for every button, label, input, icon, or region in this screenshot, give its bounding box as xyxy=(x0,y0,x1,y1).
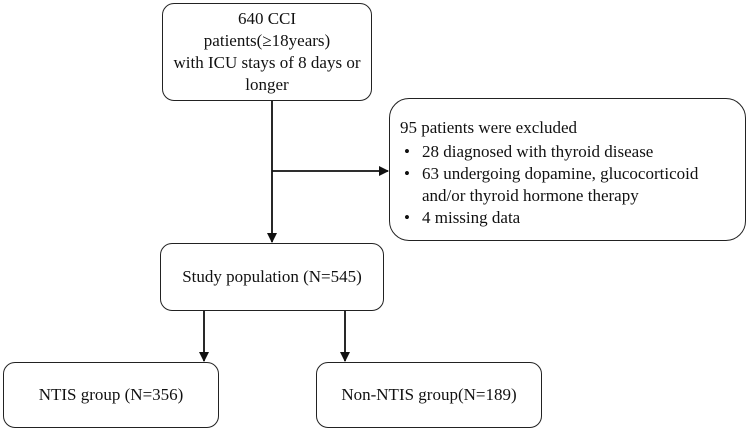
ntis-group-box: NTIS group (N=356) xyxy=(3,362,219,428)
exclusion-title: 95 patients were excluded xyxy=(400,118,578,137)
non-ntis-group-label: Non-NTIS group(N=189) xyxy=(341,385,517,404)
start-line-1: 640 CCI patients(≥18years) xyxy=(203,9,331,50)
exclusion-item-therapy: 63 undergoing dopamine, glucocorticoid a… xyxy=(400,163,735,207)
ntis-group-label: NTIS group (N=356) xyxy=(38,385,184,404)
exclusion-item-thyroid: 28 diagnosed with thyroid disease xyxy=(400,141,735,163)
start-line-3: longer xyxy=(245,75,289,94)
start-line-2: with ICU stays of 8 days or xyxy=(173,53,361,72)
start-box: 640 CCI patients(≥18years) with ICU stay… xyxy=(162,3,372,101)
study-population-box: Study population (N=545) xyxy=(160,243,384,311)
non-ntis-group-box: Non-NTIS group(N=189) xyxy=(316,362,542,428)
study-population-label: Study population (N=545) xyxy=(182,267,362,286)
exclusion-list: 28 diagnosed with thyroid disease 63 und… xyxy=(400,141,735,229)
exclusion-box: 95 patients were excluded 28 diagnosed w… xyxy=(389,98,746,241)
exclusion-item-missing: 4 missing data xyxy=(400,207,735,229)
